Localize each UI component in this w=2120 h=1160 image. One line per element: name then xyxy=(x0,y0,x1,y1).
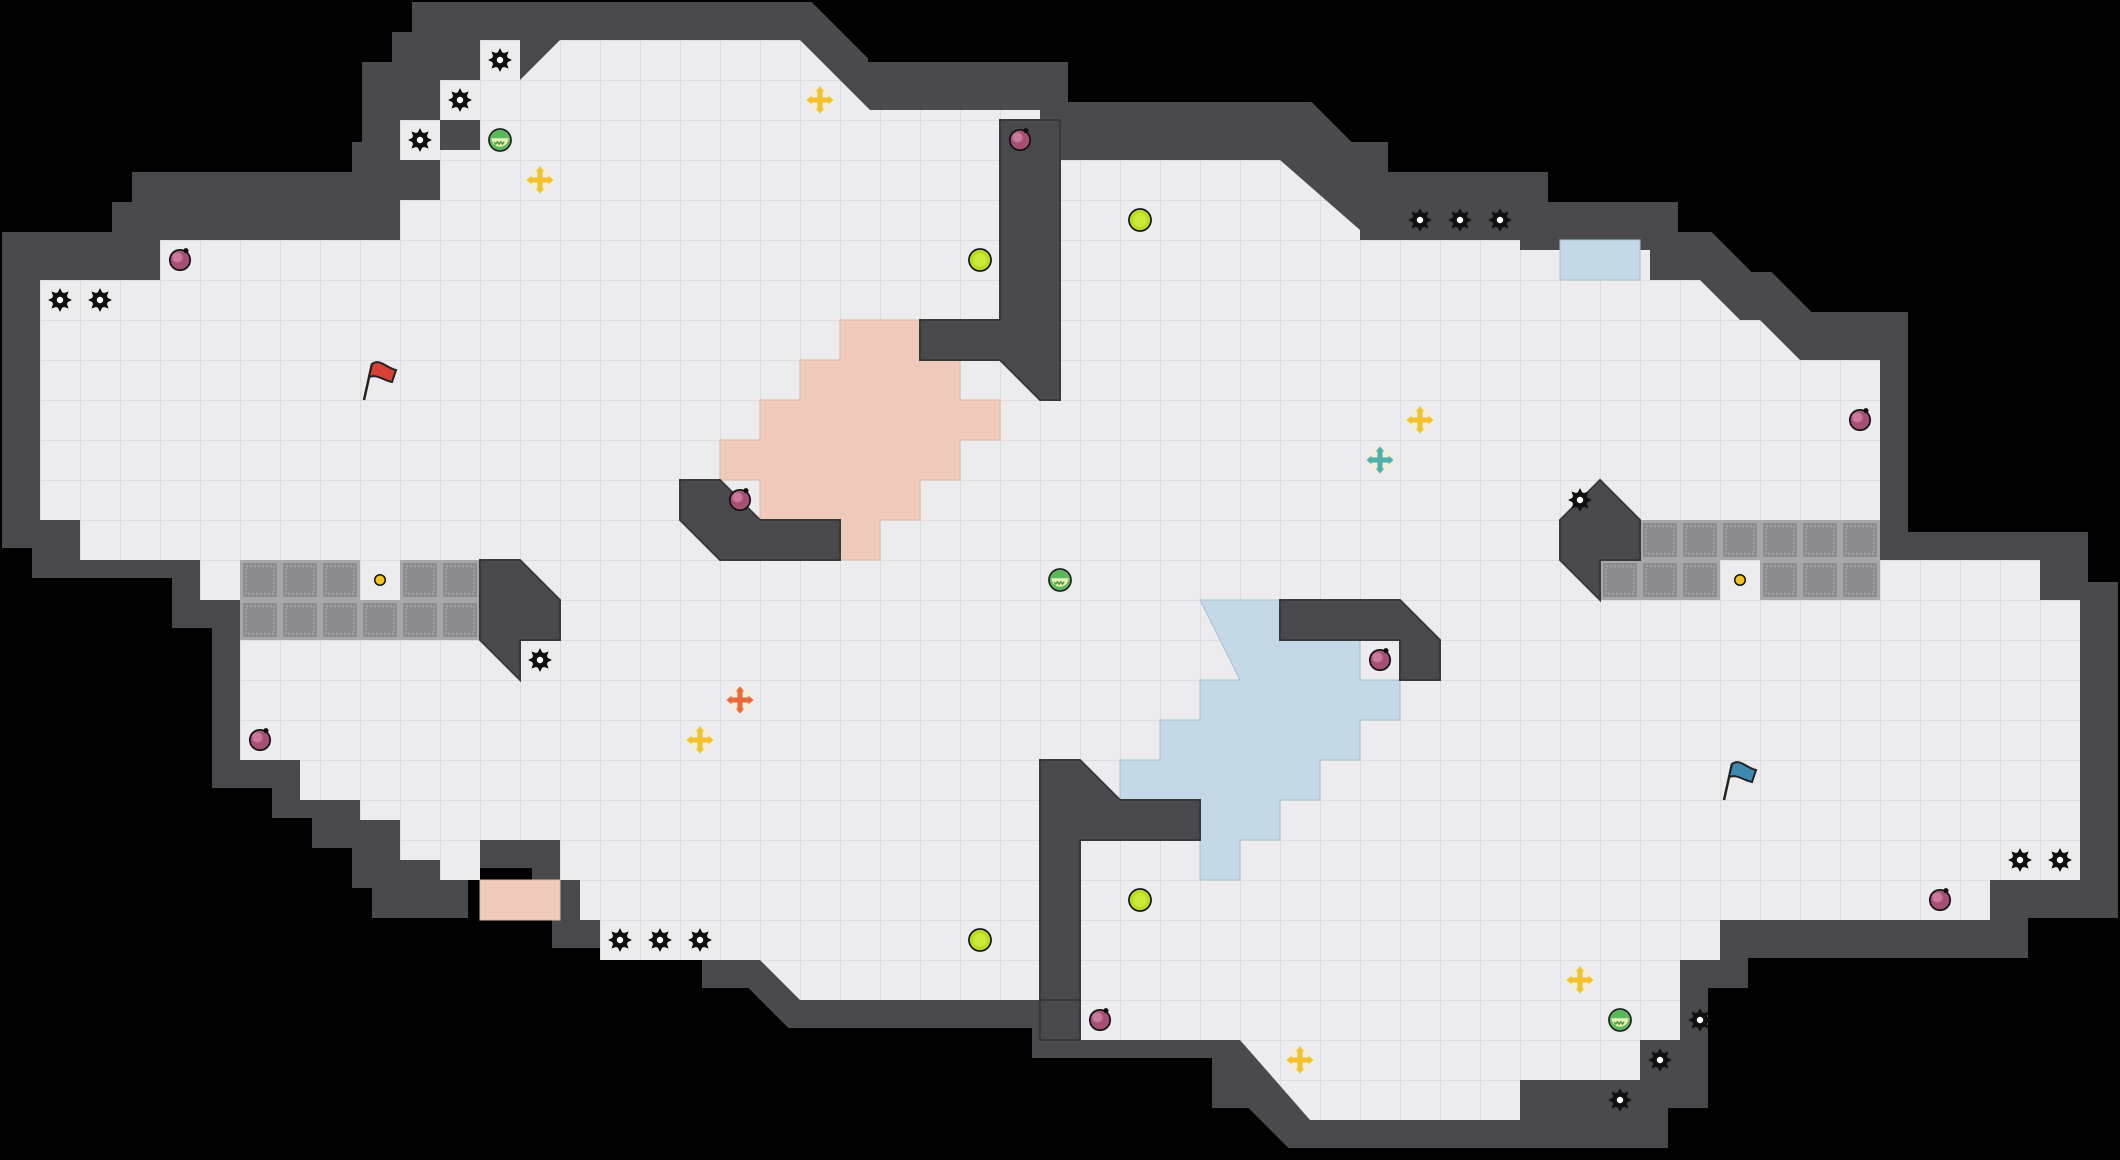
interior-walls xyxy=(479,119,1641,1041)
spike-icon xyxy=(688,928,712,952)
spike-icon xyxy=(1608,1088,1632,1112)
button-icon xyxy=(1734,574,1746,586)
speed-pad-icon xyxy=(968,248,992,272)
spike-icon xyxy=(528,648,552,672)
gate-grate xyxy=(240,520,1880,640)
spike-icon xyxy=(1568,488,1592,512)
spike-icon xyxy=(648,928,672,952)
spike-icon xyxy=(1648,1048,1672,1072)
spike-icon xyxy=(2048,848,2072,872)
blue-flag-icon[interactable] xyxy=(1722,761,1758,801)
spike-icon xyxy=(1408,208,1432,232)
spike-icon xyxy=(1688,1008,1712,1032)
spike-icon xyxy=(1488,208,1512,232)
speed-pad-icon xyxy=(968,928,992,952)
red-flag-icon[interactable] xyxy=(362,361,398,401)
jukejuice-icon xyxy=(1047,567,1073,593)
spike-icon xyxy=(1448,208,1472,232)
red-team-zone xyxy=(479,319,1001,921)
speed-pad-icon xyxy=(1128,208,1152,232)
jukejuice-icon xyxy=(1607,1007,1633,1033)
spike-icon xyxy=(408,128,432,152)
spike-icon xyxy=(488,48,512,72)
speed-pad-icon xyxy=(1128,888,1152,912)
spike-icon xyxy=(88,288,112,312)
spike-icon xyxy=(608,928,632,952)
jukejuice-icon xyxy=(487,127,513,153)
spike-icon xyxy=(48,288,72,312)
spike-icon xyxy=(448,88,472,112)
spike-icon xyxy=(2008,848,2032,872)
button-icon xyxy=(374,574,386,586)
